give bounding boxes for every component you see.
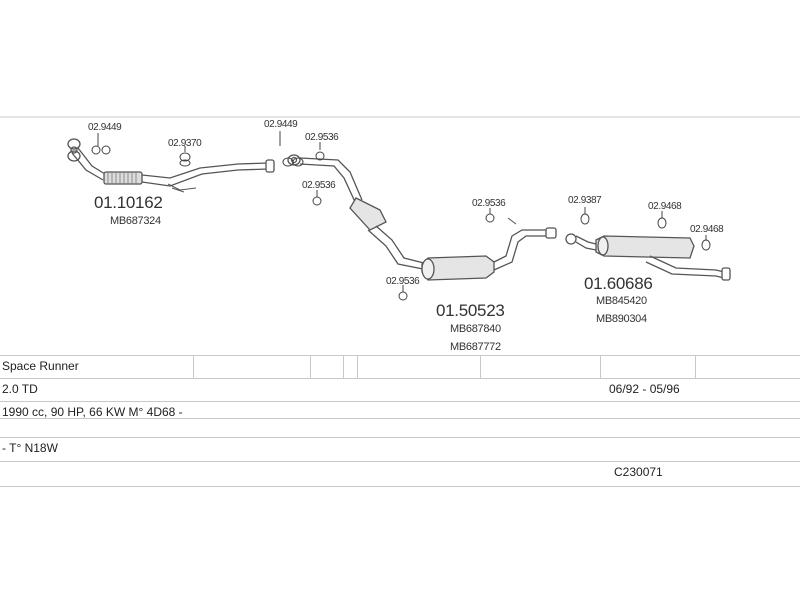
clamp-label: 02.9468 xyxy=(648,201,682,212)
vehicle-model: Space Runner xyxy=(2,359,79,373)
rear-hanger-icon-2 xyxy=(657,211,667,229)
clamp-label: 02.9536 xyxy=(302,180,336,191)
catalog-number: C230071 xyxy=(614,465,663,479)
gasket-icon xyxy=(91,133,111,155)
rear-silencer-icon xyxy=(595,235,695,259)
rubber-hanger-icon xyxy=(179,146,191,167)
center-hanger-icon-3 xyxy=(485,208,495,223)
vehicle-type: - T° N18W xyxy=(2,441,58,455)
part-number: 01.60686 xyxy=(584,274,653,293)
clamp-label: 02.9536 xyxy=(386,276,420,287)
part-number: 01.50523 xyxy=(436,301,505,320)
front-flange-icon xyxy=(67,138,81,162)
oem-number: MB687324 xyxy=(110,215,161,227)
clamp-label: 02.9387 xyxy=(568,195,602,206)
rear-muffler xyxy=(565,233,731,281)
oem-number: MB845420 xyxy=(596,295,647,307)
center-hanger-icon-4 xyxy=(398,285,408,301)
center-hanger-icon-2 xyxy=(312,190,322,206)
engine-label: 2.0 TD xyxy=(2,382,38,396)
part-number: 01.10162 xyxy=(94,193,163,212)
front-pipe xyxy=(67,138,275,193)
clamp-label: 02.9536 xyxy=(305,132,339,143)
resonator-icon xyxy=(349,197,387,231)
oem-number: MB687772 xyxy=(450,341,501,353)
clamp-label: 02.9449 xyxy=(88,122,122,133)
flex-pipe-icon xyxy=(103,171,143,185)
center-hanger-icon-1 xyxy=(315,142,325,161)
oem-number: MB687840 xyxy=(450,323,501,335)
oem-number: MB890304 xyxy=(596,313,647,325)
clamp-label: 02.9449 xyxy=(264,119,298,130)
rear-hanger-icon-3 xyxy=(701,235,711,251)
center-muffler-icon xyxy=(421,255,495,281)
clamp-label: 02.9536 xyxy=(472,198,506,209)
center-gasket-icon xyxy=(279,131,304,167)
engine-specs: 1990 cc, 90 HP, 66 KW M° 4D68 - xyxy=(2,405,183,419)
center-pipe xyxy=(287,154,557,281)
clamp-label: 02.9370 xyxy=(168,138,202,149)
production-years: 06/92 - 05/96 xyxy=(609,382,680,396)
rear-hanger-icon-1 xyxy=(580,207,590,225)
clamp-label: 02.9468 xyxy=(690,224,724,235)
